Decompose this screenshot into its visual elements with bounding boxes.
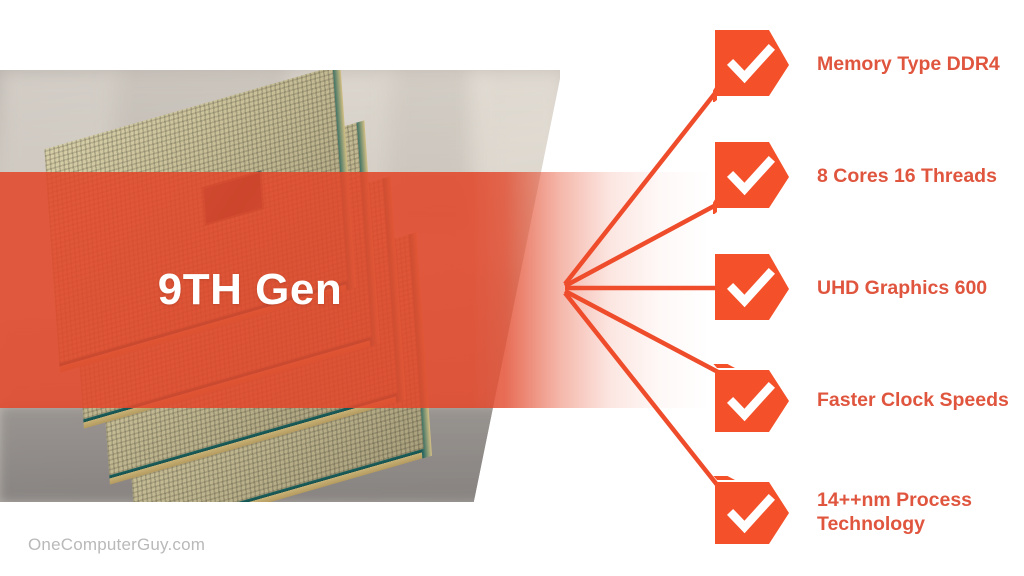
feature-label: UHD Graphics 600: [817, 277, 988, 300]
connector-line-2: [563, 203, 718, 288]
feature-item-clock-speeds[interactable]: Faster Clock Speeds: [713, 364, 1009, 438]
connector-line-1: [563, 90, 718, 286]
check-icon: [726, 381, 776, 422]
check-icon: [726, 267, 776, 308]
check-icon: [726, 493, 776, 534]
feature-label: Faster Clock Speeds: [817, 389, 1009, 412]
check-badge: [713, 364, 791, 438]
page-title: 9TH Gen: [157, 265, 343, 314]
feature-item-uhd-graphics[interactable]: UHD Graphics 600: [713, 252, 987, 326]
check-icon: [726, 43, 776, 84]
feature-item-memory-type[interactable]: Memory Type DDR4: [713, 28, 1000, 102]
connector-line-5: [563, 291, 720, 488]
feature-label: 8 Cores 16 Threads: [817, 165, 997, 188]
badge-tail: [713, 364, 735, 368]
feature-item-cores-threads[interactable]: 8 Cores 16 Threads: [713, 140, 997, 214]
check-badge: [713, 28, 791, 102]
feature-label: 14++nm Process Technology: [817, 489, 973, 535]
badge-tail: [713, 476, 735, 480]
check-badge: [713, 140, 791, 214]
check-badge: [713, 252, 791, 326]
feature-label: Memory Type DDR4: [817, 53, 1000, 76]
feature-item-process-tech[interactable]: 14++nm Process Technology: [713, 476, 972, 550]
connector-line-4: [563, 289, 720, 374]
check-badge: [713, 476, 791, 550]
badge-tail: [713, 84, 717, 102]
watermark: OneComputerGuy.com: [28, 535, 206, 554]
check-icon: [726, 155, 776, 196]
orange-overlay-band: [0, 172, 1024, 408]
badge-tail: [713, 196, 717, 214]
